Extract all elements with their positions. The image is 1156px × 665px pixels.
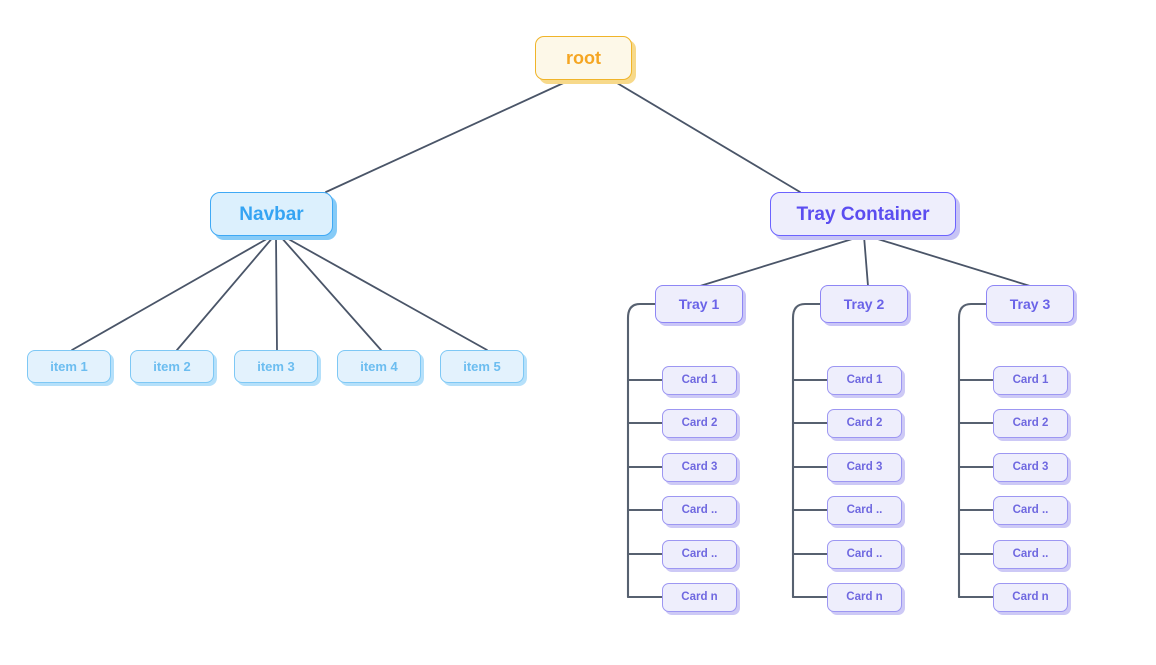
edge-navbar-item-4 (279, 235, 382, 351)
node-item-2[interactable]: item 2 (130, 350, 214, 383)
node-tray-1-label: Tray 1 (678, 296, 720, 312)
edge-navbar-item-2 (176, 235, 275, 351)
node-tray1-card-3[interactable]: Card 3 (662, 453, 737, 482)
node-tray1-card-2[interactable]: Card 2 (662, 409, 737, 438)
node-tray3-card-2-label: Card 2 (1012, 416, 1049, 429)
node-item-1-label: item 1 (50, 359, 88, 374)
node-tray1-card-6-label: Card n (681, 590, 718, 603)
node-tray1-card-5-label: Card .. (681, 547, 718, 560)
edge-navbar-item-1 (71, 235, 273, 351)
node-item-3-label: item 3 (257, 359, 295, 374)
node-tray1-card-4-label: Card .. (681, 503, 718, 516)
node-tray1-card-4[interactable]: Card .. (662, 496, 737, 525)
node-tray1-card-2-label: Card 2 (681, 416, 718, 429)
node-tray1-card-1-label: Card 1 (681, 373, 718, 386)
node-tray3-card-5-label: Card .. (1012, 547, 1049, 560)
node-tray3-card-1-label: Card 1 (1012, 373, 1049, 386)
node-tray3-card-3-label: Card 3 (1012, 460, 1049, 473)
node-item-3[interactable]: item 3 (234, 350, 318, 383)
node-tray3-card-2[interactable]: Card 2 (993, 409, 1068, 438)
node-tray-container[interactable]: Tray Container (770, 192, 956, 236)
node-item-1[interactable]: item 1 (27, 350, 111, 383)
node-tray1-card-3-label: Card 3 (681, 460, 718, 473)
node-tray-3-label: Tray 3 (1009, 296, 1051, 312)
node-tray2-card-3-label: Card 3 (846, 460, 883, 473)
node-tray-2[interactable]: Tray 2 (820, 285, 908, 323)
node-tray-2-label: Tray 2 (843, 296, 885, 312)
node-tray3-card-1[interactable]: Card 1 (993, 366, 1068, 395)
edge-traycontainer-tray-3 (867, 235, 1031, 287)
node-tray2-card-5[interactable]: Card .. (827, 540, 902, 569)
node-tray2-card-2-label: Card 2 (846, 416, 883, 429)
node-tray3-card-4[interactable]: Card .. (993, 496, 1068, 525)
node-tray2-card-5-label: Card .. (846, 547, 883, 560)
edge-traycontainer-tray-1 (699, 235, 863, 287)
node-tray2-card-4-label: Card .. (846, 503, 883, 516)
node-item-5-label: item 5 (463, 359, 501, 374)
node-item-5[interactable]: item 5 (440, 350, 524, 383)
node-tray3-card-6[interactable]: Card n (993, 583, 1068, 612)
edge-root-navbar (325, 79, 571, 193)
node-tray3-card-4-label: Card .. (1012, 503, 1049, 516)
node-tray-container-label: Tray Container (796, 203, 930, 225)
bracket-tray-1 (626, 302, 657, 599)
node-item-4-label: item 4 (360, 359, 398, 374)
edge-navbar-item-5 (282, 235, 488, 351)
node-tray2-card-1-label: Card 1 (846, 373, 883, 386)
node-tray1-card-6[interactable]: Card n (662, 583, 737, 612)
node-root[interactable]: root (535, 36, 632, 80)
node-tray-3[interactable]: Tray 3 (986, 285, 1074, 323)
node-navbar-label: Navbar (239, 203, 304, 225)
node-tray-1[interactable]: Tray 1 (655, 285, 743, 323)
node-tray2-card-6-label: Card n (846, 590, 883, 603)
node-tray3-card-3[interactable]: Card 3 (993, 453, 1068, 482)
node-tray3-card-6-label: Card n (1012, 590, 1049, 603)
node-item-4[interactable]: item 4 (337, 350, 421, 383)
node-root-label: root (566, 48, 601, 68)
edge-root-traycontainer (611, 79, 801, 193)
bracket-tray-2 (791, 302, 822, 599)
bracket-tray-3 (957, 302, 988, 599)
node-tray2-card-4[interactable]: Card .. (827, 496, 902, 525)
node-tray1-card-5[interactable]: Card .. (662, 540, 737, 569)
node-tray2-card-3[interactable]: Card 3 (827, 453, 902, 482)
node-tray1-card-1[interactable]: Card 1 (662, 366, 737, 395)
node-tray2-card-2[interactable]: Card 2 (827, 409, 902, 438)
node-tray3-card-5[interactable]: Card .. (993, 540, 1068, 569)
edge-navbar-item-3 (275, 235, 278, 351)
node-item-2-label: item 2 (153, 359, 191, 374)
node-tray2-card-6[interactable]: Card n (827, 583, 902, 612)
edge-traycontainer-tray-2 (863, 235, 869, 287)
node-tray2-card-1[interactable]: Card 1 (827, 366, 902, 395)
node-navbar[interactable]: Navbar (210, 192, 333, 236)
